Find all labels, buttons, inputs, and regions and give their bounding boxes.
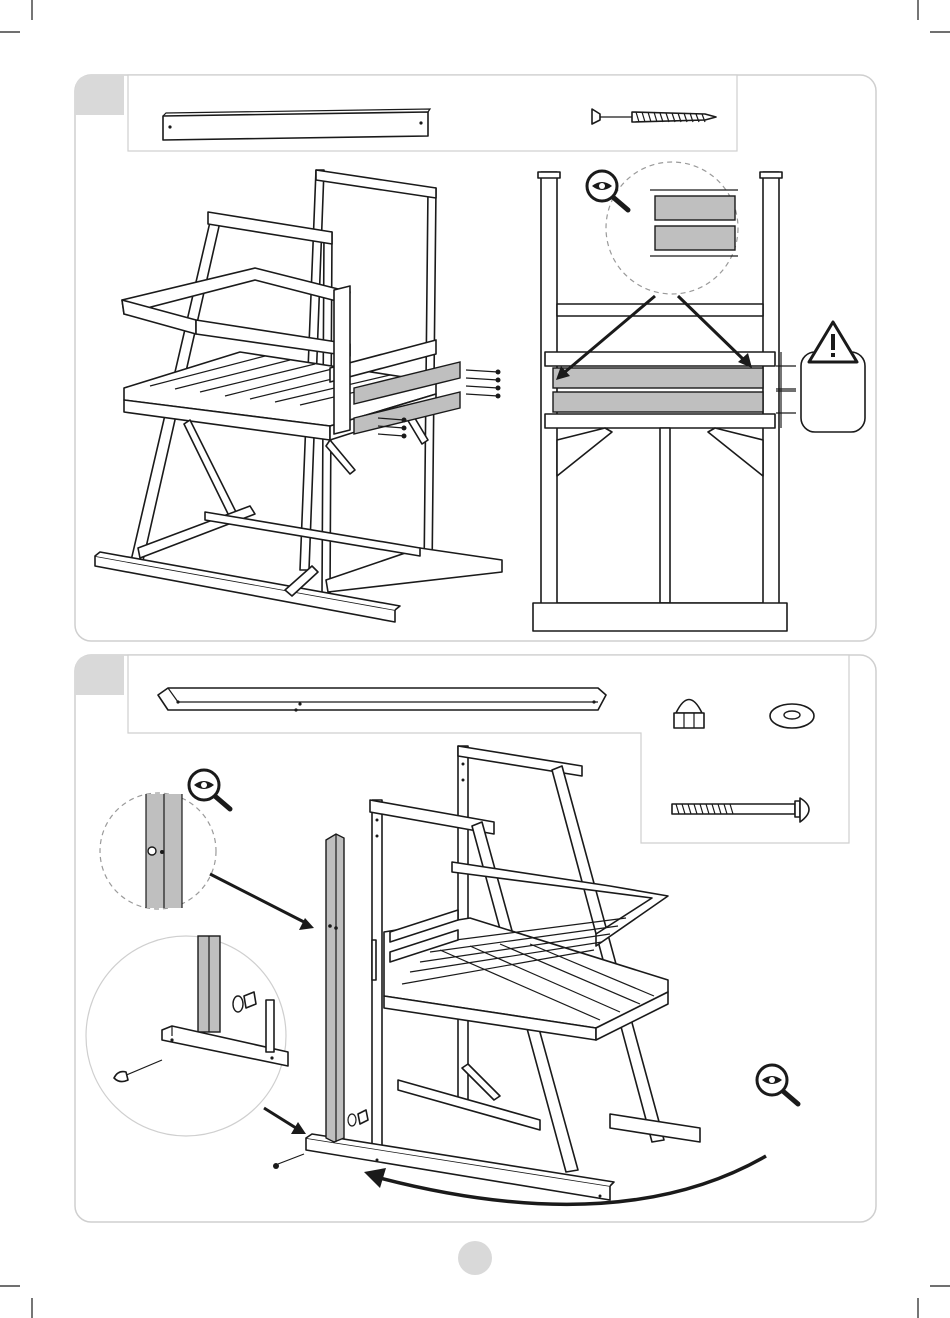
square-post-part [158,688,606,712]
washer-part [770,704,814,728]
step-1-panel [75,75,876,641]
step-2-badge [75,655,124,695]
page-number-badge [458,1241,492,1275]
new-plank-bottom [553,392,763,412]
post-hole-detail [100,793,216,909]
step-2-panel [75,655,876,1222]
bolt-assembly-detail [86,936,288,1136]
new-plank-top [553,368,763,388]
step-1-badge [75,75,124,115]
